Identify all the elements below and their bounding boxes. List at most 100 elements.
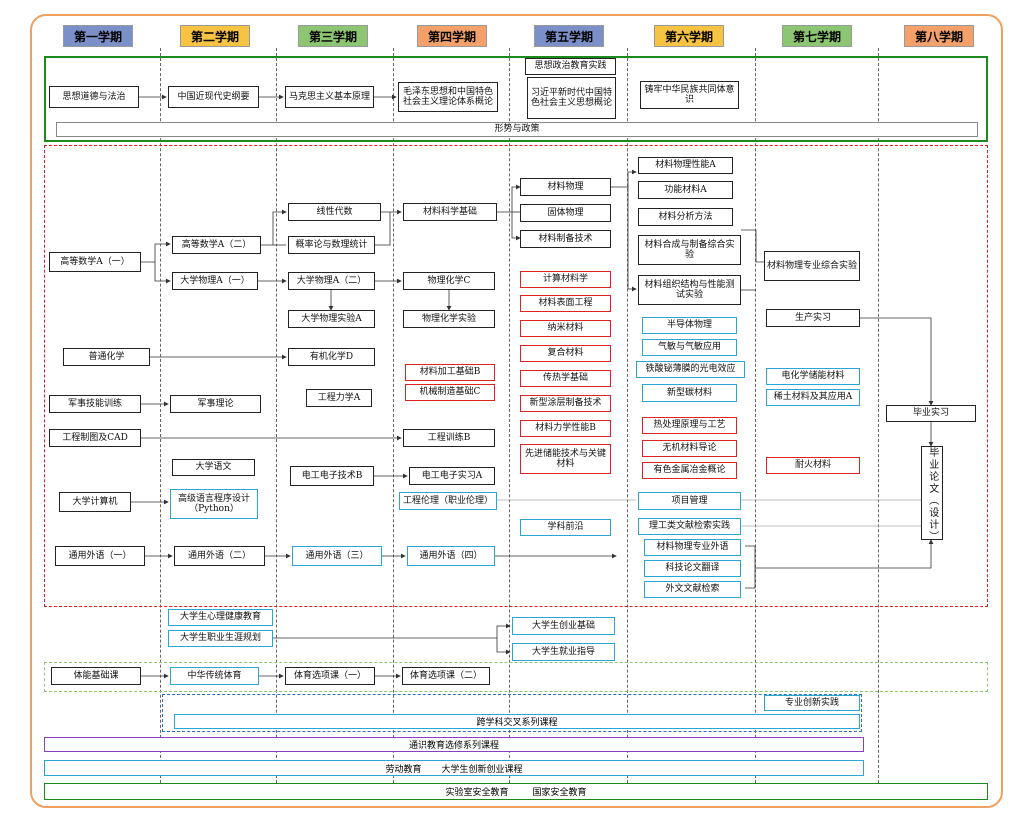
column-divider (627, 48, 628, 793)
course-box: 通用外语（三） (292, 546, 382, 566)
semester-7-header: 第七学期 (782, 25, 852, 47)
labor-education-label: 劳动教育 (385, 764, 422, 775)
course-box: 纳米材料 (520, 320, 611, 337)
course-box: 固体物理 (520, 204, 611, 222)
thesis-box: 毕业论文（设计） (921, 446, 943, 543)
course-box: 工程制图及CAD (49, 429, 141, 447)
policy-bar: 形势与政策 (56, 122, 978, 137)
column-divider (393, 48, 394, 793)
semester-2-header: 第二学期 (180, 25, 250, 47)
course-box: 大学物理A（二） (288, 272, 375, 290)
course-box: 生产实习 (766, 309, 860, 327)
course-box: 计算材料学 (520, 271, 611, 288)
course-box: 体能基础课 (51, 667, 141, 685)
course-box: 工程伦理（职业伦理） (399, 492, 497, 510)
course-box: 中国近现代史纲要 (168, 86, 259, 108)
course-box: 外文文献检索 (644, 581, 741, 598)
course-box: 体育选项课（一） (285, 667, 375, 685)
course-box: 军事技能训练 (49, 395, 141, 413)
course-box: 有机化学D (288, 348, 375, 366)
course-box: 大学语文 (172, 459, 255, 476)
course-box: 线性代数 (288, 203, 381, 221)
course-box: 材料加工基础B (405, 364, 495, 381)
course-box: 机械制造基础C (405, 384, 495, 401)
course-box: 体育选项课（二） (402, 667, 490, 685)
course-box: 气敏与气敏应用 (642, 339, 737, 356)
course-box: 大学生心理健康教育 (168, 609, 273, 626)
course-box: 传热学基础 (520, 370, 611, 387)
innovation-practice-box: 专业创新实践 (764, 695, 860, 711)
semester-5-header: 第五学期 (534, 25, 604, 47)
course-box: 材料物理 (520, 178, 611, 196)
course-box: 新型碳材料 (642, 384, 737, 402)
course-box: 稀土材料及其应用A (766, 389, 860, 406)
safety-bar: 实验室安全教育 国家安全教育 (44, 783, 988, 800)
course-box: 普通化学 (63, 348, 150, 366)
pe-group (44, 662, 988, 692)
semester-6-header: 第六学期 (654, 25, 724, 47)
course-box: 材料物理性能A (638, 157, 733, 174)
course-box: 毛泽东思想和中国特色社会主义理论体系概论 (398, 82, 498, 112)
lab-safety-label: 实验室安全教育 (445, 788, 509, 798)
course-box: 大学物理A（一） (172, 272, 258, 290)
course-box: 高等数学A（二） (172, 236, 261, 254)
course-box: 电工电子技术B (290, 466, 374, 486)
course-box: 材料力学性能B (520, 420, 611, 437)
course-box: 科技论文翻译 (644, 560, 741, 577)
semester-3-header: 第三学期 (298, 25, 368, 47)
column-divider (878, 48, 879, 793)
course-box: 无机材料导论 (642, 440, 737, 457)
course-box: 中华传统体育 (170, 667, 259, 685)
course-box: 高级语言程序设计（Python） (170, 489, 258, 519)
general-education-bar: 通识教育选修系列课程 (44, 737, 864, 752)
course-box: 材料科学基础 (403, 203, 497, 221)
course-box: 材料制备技术 (520, 230, 611, 248)
course-box: 理工类文献检索实践 (638, 518, 741, 535)
course-box: 先进储能技术与关键材料 (520, 444, 611, 474)
course-box: 材料合成与制备综合实验 (638, 235, 741, 265)
course-box: 高等数学A（一） (49, 252, 141, 272)
course-box: 工程力学A (306, 389, 372, 407)
column-divider (160, 48, 161, 793)
course-box: 大学生职业生涯规划 (168, 630, 273, 647)
course-box: 物理化学C (403, 272, 495, 290)
course-box: 材料表面工程 (520, 295, 611, 312)
course-box: 大学生就业指导 (512, 643, 615, 661)
course-box: 复合材料 (520, 345, 611, 362)
core-group (44, 145, 988, 607)
semester-8-header: 第八学期 (904, 25, 974, 47)
course-box: 铸牢中华民族共同体意识 (640, 81, 739, 109)
course-box: 项目管理 (638, 492, 741, 510)
course-box: 思想道德与法治 (49, 86, 139, 108)
course-box: 电化学储能材料 (766, 368, 860, 385)
course-box: 大学物理实验A (288, 310, 375, 328)
outer-frame (30, 14, 1003, 808)
column-divider (509, 48, 510, 793)
course-box: 材料物理专业综合实验 (764, 251, 860, 281)
course-box: 铁酸铋薄膜的光电效应 (636, 361, 745, 378)
course-box: 军事理论 (170, 395, 261, 413)
course-box: 热处理原理与工艺 (642, 417, 737, 434)
column-divider (755, 48, 756, 793)
semester-4-header: 第四学期 (417, 25, 487, 47)
course-box: 材料组织结构与性能测试实验 (638, 275, 741, 305)
ideology-group (44, 56, 988, 142)
labor-innovation-bar: 劳动教育 大学生创新创业课程 (44, 760, 864, 776)
course-box: 思想政治教育实践 (525, 58, 616, 75)
course-box: 通用外语（二） (174, 546, 265, 566)
innovation-entrepreneurship-label: 大学生创新创业课程 (441, 764, 523, 775)
semester-1-header: 第一学期 (63, 25, 133, 47)
course-box: 材料物理专业外语 (644, 539, 741, 556)
course-box: 工程训练B (403, 429, 495, 447)
course-box: 材料分析方法 (638, 208, 733, 226)
course-box: 大学生创业基础 (512, 617, 615, 635)
course-box: 有色金属冶金概论 (642, 462, 737, 479)
interdisciplinary-bar: 跨学科交叉系列课程 (174, 714, 860, 729)
course-box: 功能材料A (638, 181, 733, 199)
course-box: 耐火材料 (766, 457, 860, 474)
column-divider (276, 48, 277, 793)
course-box: 电工电子实习A (409, 467, 495, 485)
course-box: 毕业实习 (886, 405, 976, 422)
